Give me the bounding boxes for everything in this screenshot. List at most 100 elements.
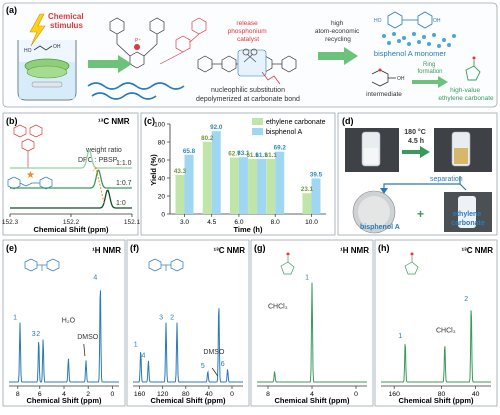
panel-h-spectrum	[381, 310, 491, 383]
ring-formation-text: Ring formation	[417, 62, 442, 75]
c-ytick-label: 20	[158, 193, 166, 200]
c-bar-ec	[229, 157, 239, 214]
panel-f-spectrum	[133, 308, 243, 383]
panel-b-trace-label-2: 1:0	[116, 200, 126, 207]
c-label-ec: 61.1	[265, 152, 278, 159]
panel-h-structure	[404, 252, 419, 275]
c-legend-swatch-ec	[252, 118, 263, 125]
separation-text: separation	[430, 176, 463, 183]
nmr-tick-label: 0	[111, 391, 115, 398]
solvent-label-h2o: H₂O	[62, 318, 76, 325]
arrow-release	[88, 55, 132, 73]
c-ytick-label: 0	[161, 211, 165, 218]
scissors-icon	[242, 48, 258, 63]
peak-label: 2	[170, 315, 174, 322]
nmr-tick-label: 0	[230, 391, 234, 398]
plus-text: +	[417, 207, 424, 221]
c-label-ec: 80.2	[201, 135, 214, 142]
c-bar-ec	[175, 175, 185, 214]
peak-label: 6	[221, 361, 225, 368]
panel-g-frame	[250, 239, 374, 407]
panel-h-frame	[374, 239, 498, 407]
nmr-tick-label: 6	[38, 391, 42, 398]
arrow-ring	[412, 76, 448, 88]
star-icon: ★	[26, 170, 35, 181]
panel-f-structure	[148, 258, 184, 272]
c-bar-bpa	[257, 159, 267, 214]
panel-b-trace-label-1: 1:0.7	[116, 180, 132, 187]
c-bar-bpa	[275, 151, 285, 214]
peak-arrow	[211, 367, 219, 377]
c-legend-swatch-bpa	[252, 128, 263, 135]
nmr-tick-label: 80	[182, 391, 190, 398]
peak-label: 2	[36, 331, 40, 338]
panel-f-frame	[126, 239, 250, 407]
nmr-tick-label: 160	[134, 391, 146, 398]
peak-label: 2	[464, 296, 468, 303]
svg-text:OH: OH	[53, 44, 61, 50]
beaker-icon	[17, 40, 77, 101]
panel-g-label: (g)	[254, 243, 266, 253]
bpa-monomer-structure: HO OH	[374, 11, 441, 29]
c-label-bpa: 39.5	[310, 171, 323, 178]
glycol-chain-middle	[261, 71, 281, 85]
peak-label: 5	[201, 363, 205, 370]
c-legend-bpa: bisphenol A	[266, 129, 303, 136]
peak-label: 3	[32, 331, 36, 338]
panel-b-trace-1	[10, 169, 132, 189]
nucleophilic-text: nucleophilic substitution	[211, 87, 285, 94]
panel-h-xlabel: Chemical Shift (ppm)	[398, 396, 474, 405]
c-label-ec: 43.3	[174, 168, 187, 175]
c-bar-ec	[266, 159, 276, 214]
c-bar-bpa	[238, 157, 248, 214]
panel-b-traces: 1:1.01:0.71:0	[10, 149, 132, 209]
c-xlabel: Time (h)	[233, 225, 263, 234]
weight-ratio-text: weight ratio	[85, 147, 122, 154]
panel-b-tick-label: 152.1	[124, 219, 141, 226]
panel-b-label: (b)	[6, 116, 18, 126]
panel-b-xlabel: Chemical Shift (ppm)	[33, 225, 109, 234]
condition-text: 180 °C 4.5 h	[404, 128, 427, 145]
bpa-monomer-text: bisphenol A monomer	[374, 49, 447, 58]
svg-text:HO: HO	[24, 48, 32, 54]
nmr-tick-label: 120	[157, 391, 169, 398]
c-label-bpa: 69.2	[274, 145, 287, 152]
panel-g-xlabel: Chemical Shift (ppm)	[274, 396, 350, 405]
svg-text:HO: HO	[374, 18, 382, 24]
arrow-heating	[402, 146, 430, 158]
panel-a-label: (a)	[6, 5, 17, 15]
nmr-tick-label: 0	[354, 391, 358, 398]
c-label-ec: 23.1	[301, 186, 314, 193]
polymer-chain	[87, 82, 185, 90]
c-label-bpa: 63.1	[237, 150, 250, 157]
phenyl-groups-red	[159, 17, 207, 65]
pbsp-structure	[13, 124, 43, 168]
solvent-label-dmso: DMSO	[77, 334, 99, 341]
high-atom-text: high atom-economic recycling	[315, 20, 361, 43]
panel-b-trace-2	[10, 189, 132, 209]
nmr-tick-label: 8	[266, 391, 270, 398]
panel-f-xlabel: Chemical Shift (ppm)	[150, 396, 226, 405]
peak-label: 4	[93, 275, 97, 282]
c-xtick-label: 10.0	[305, 219, 318, 226]
shift-arrow	[92, 166, 105, 204]
monomer-dots	[382, 32, 456, 48]
bpa-photo-label: bisphenol A	[360, 224, 400, 231]
intermediate-structure: OH	[371, 68, 405, 87]
svg-text:OH: OH	[397, 76, 405, 82]
separation-arrow	[383, 176, 461, 190]
c-label-bpa: 92.0	[210, 124, 223, 131]
ec-photo-label: ethylene carbonate	[451, 211, 485, 227]
depolymerized-text: depolymerized at carbonate bond	[196, 96, 300, 103]
c-legend-ec: ethylene carbonate	[266, 119, 326, 126]
nmr-tick-label: 160	[389, 391, 401, 398]
panel-a: (a) Chemical stimulus HO OH	[2, 2, 498, 108]
panel-g-structure	[280, 252, 295, 275]
peak-label: 1	[398, 333, 402, 340]
solvent-label-dmso: DMSO	[203, 349, 225, 356]
c-ytick-label: 100	[154, 121, 165, 128]
